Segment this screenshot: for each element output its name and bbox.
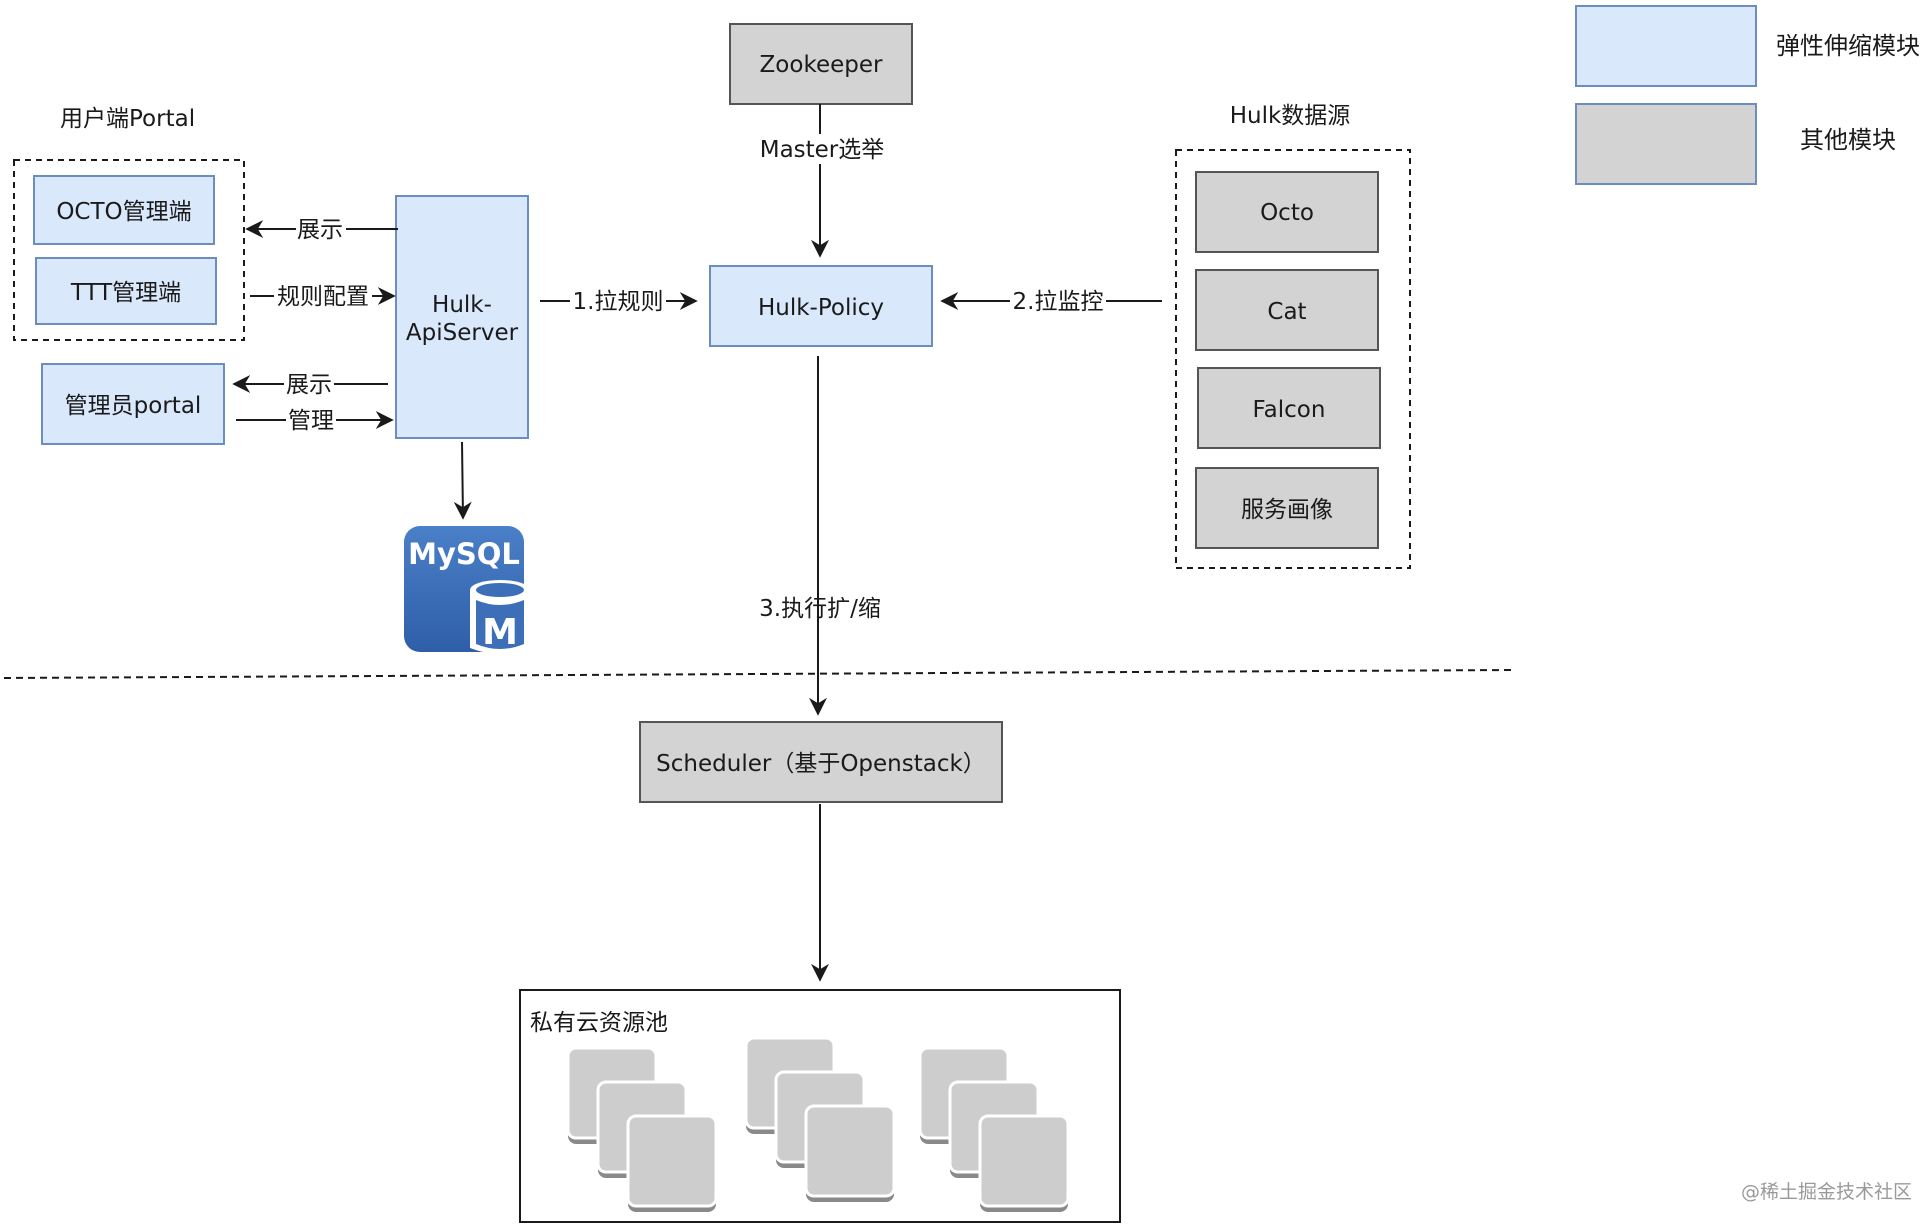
datasource-octo-box (1195, 171, 1379, 253)
datasource-falcon-box (1197, 367, 1381, 449)
octo-admin-label: OCTO管理端 (56, 199, 191, 225)
edge-show-user-label: 展示 (297, 217, 343, 243)
instance-stack (744, 1036, 896, 1202)
scheduler-label: Scheduler（基于Openstack） (656, 751, 986, 777)
user-portal-title: 用户端Portal (60, 106, 195, 132)
user-portal-frame (13, 159, 245, 341)
region-divider (3, 669, 1513, 679)
instance-tile (978, 1114, 1070, 1208)
zookeeper-box (729, 23, 913, 105)
legend-other-label: 其他模块 (1800, 126, 1896, 154)
edge-master-label: Master选举 (760, 137, 885, 163)
legend-other-swatch (1575, 103, 1757, 185)
edge-execute-label: 3.执行扩/缩 (759, 596, 881, 622)
edge-show-admin-label: 展示 (286, 372, 332, 398)
api-server-label-line1: Hulk- (432, 292, 492, 318)
datasource-octo-label: Octo (1260, 200, 1314, 226)
datasource-falcon-label: Falcon (1253, 397, 1326, 423)
mysql-icon: MySQL M (404, 526, 530, 654)
edge-api-mysql (453, 441, 472, 520)
edge-rule-config-label: 规则配置 (277, 284, 369, 310)
datasource-title: Hulk数据源 (1230, 103, 1351, 129)
ttt-admin-label: TTT管理端 (70, 280, 181, 306)
admin-portal-box (41, 363, 225, 445)
admin-portal-label: 管理员portal (65, 393, 202, 419)
user-portal-group: 用户端Portal OCTO管理端 TTT管理端 (13, 106, 245, 341)
datasource-profile-label: 服务画像 (1241, 497, 1333, 523)
instance-tile (804, 1104, 896, 1198)
edge-manage-label: 管理 (288, 408, 334, 434)
edges: 展示 规则配置 展示 管理 1.拉规则 Master选举 2.拉监控 3.执行扩… (232, 104, 1162, 982)
resource-pool: 私有云资源池 (519, 989, 1121, 1223)
resource-pool-title: 私有云资源池 (530, 1010, 668, 1036)
datasource-cat-box (1195, 269, 1379, 351)
mysql-text: MySQL (408, 537, 520, 571)
ttt-admin-box (35, 257, 217, 325)
datasource-profile-box (1195, 467, 1379, 549)
edge-pull-monitor-label: 2.拉监控 (1013, 289, 1104, 315)
hulk-policy-box (709, 265, 933, 347)
octo-admin-box (33, 175, 215, 245)
legend-elastic-label: 弹性伸缩模块 (1776, 32, 1920, 60)
instance-stack (566, 1046, 718, 1212)
api-server-label-line2: ApiServer (406, 320, 519, 346)
edge-pull-rules-label: 1.拉规则 (573, 289, 664, 315)
scheduler-box (639, 721, 1003, 803)
legend-elastic-swatch (1575, 5, 1757, 87)
instance-stacks (566, 1036, 1070, 1212)
zookeeper-label: Zookeeper (760, 52, 883, 78)
datasource-frame (1175, 149, 1411, 569)
legend: 弹性伸缩模块 其他模块 (1575, 5, 1920, 185)
instance-tile (626, 1114, 718, 1208)
instance-stack (918, 1046, 1070, 1212)
hulk-policy-label: Hulk-Policy (758, 295, 884, 321)
mysql-badge: M (482, 612, 518, 653)
watermark: @稀土掘金技术社区 (1741, 1181, 1912, 1203)
api-server-box (395, 195, 529, 439)
datasource-cat-label: Cat (1267, 299, 1306, 325)
datasource-group: Hulk数据源 Octo Cat Falcon 服务画像 (1175, 103, 1411, 569)
